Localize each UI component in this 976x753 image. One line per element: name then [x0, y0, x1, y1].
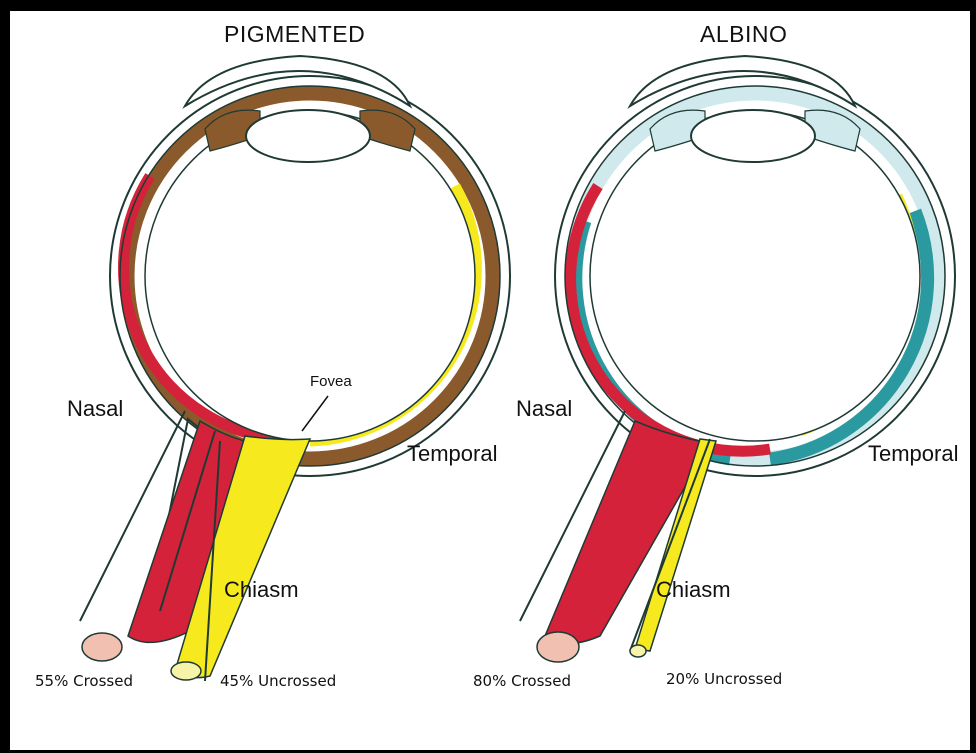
crossed-stump-albino [537, 632, 579, 662]
albino-eye [520, 56, 955, 662]
crossed-label-pigmented: 55% Crossed [35, 672, 133, 690]
crossed-label-albino: 80% Crossed [473, 672, 571, 690]
nasal-label-pigmented: Nasal [67, 396, 123, 422]
lens [246, 110, 370, 162]
uncrossed-label-pigmented: 45% Uncrossed [220, 672, 336, 690]
lens-albino [691, 110, 815, 162]
diagram-frame: PIGMENTED Nasal Temporal Fovea Chiasm 55… [10, 11, 970, 750]
panel-title-pigmented: PIGMENTED [224, 21, 365, 48]
temporal-label-pigmented: Temporal [407, 441, 497, 467]
temporal-label-albino: Temporal [868, 441, 958, 467]
chiasm-label-pigmented: Chiasm [224, 577, 299, 603]
eye-diagram [10, 11, 970, 750]
uncrossed-stump-albino [630, 645, 646, 657]
panel-title-albino: ALBINO [700, 21, 787, 48]
crossed-stump [82, 633, 122, 661]
uncrossed-stump [171, 662, 201, 680]
chiasm-label-albino: Chiasm [656, 577, 731, 603]
nasal-label-albino: Nasal [516, 396, 572, 422]
fovea-label: Fovea [310, 373, 352, 390]
uncrossed-label-albino: 20% Uncrossed [666, 670, 782, 688]
